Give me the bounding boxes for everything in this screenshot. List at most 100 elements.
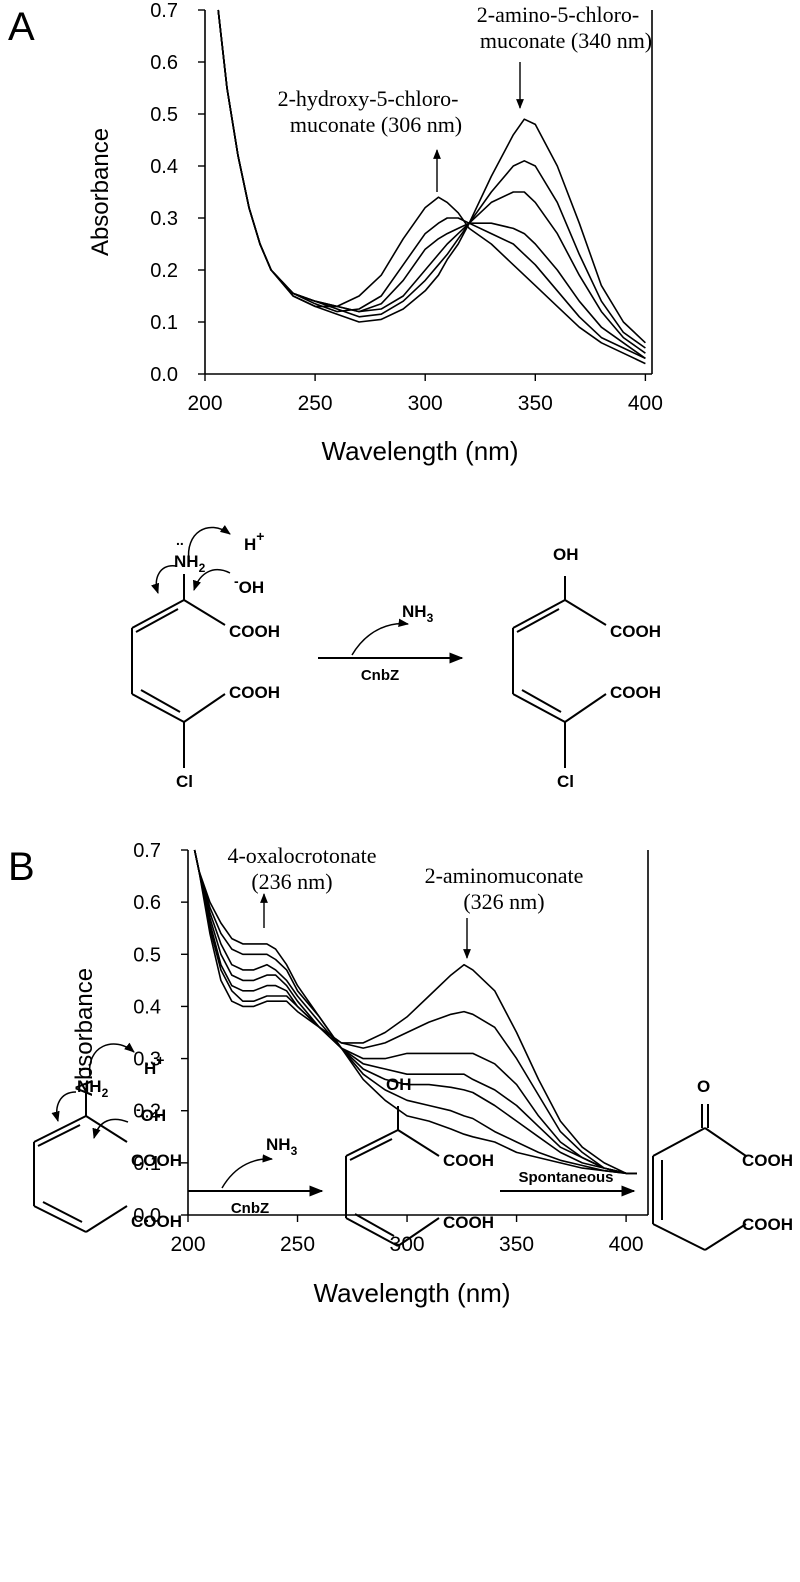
reaction-arrow-a: NH3 CnbZ xyxy=(318,602,464,684)
annotation-hydroxy-line2: muconate (306 nm) xyxy=(290,112,462,137)
ammonia-label-b: NH3 xyxy=(266,1135,298,1158)
y-axis-title-b: Absorbance xyxy=(71,968,98,1096)
cooh-top-product-b: COOH xyxy=(742,1151,793,1170)
spectrum-line-b-1 xyxy=(193,849,637,1175)
ticks-b: 200 250 300 350 400 0.0 0.1 0.2 0.3 0.4 0.5 0.6 0.7 xyxy=(133,840,643,1256)
plot-area-b: 200 250 300 350 400 0.0 0.1 0.2 0.3 0.4 0.5 0.6 0.7 xyxy=(133,840,649,1256)
y-tick-label-b-2: 0.2 xyxy=(133,1101,161,1123)
x-axis-title-b: Wavelength (nm) xyxy=(314,1278,511,1308)
reaction-arrow-b2: Spontaneous xyxy=(500,1169,636,1197)
cooh-bottom-a: COOH xyxy=(229,683,280,702)
substrate-2-aminomuconate xyxy=(33,1042,135,1233)
annotation-aminomuconate-line2: (326 nm) xyxy=(463,889,544,914)
substrate-2-amino-5-chloromuconate xyxy=(131,525,231,768)
spectrum-line-a-3 xyxy=(217,9,646,360)
annotation-oxalocrotonate-line1: 4-oxalocrotonate xyxy=(227,843,376,868)
chloro-label-product-a: Cl xyxy=(557,772,574,791)
y-tick-label-b-1: 0.1 xyxy=(133,1153,161,1175)
panel-label-a: A xyxy=(8,5,35,49)
product-b-labels: O COOH COOH xyxy=(697,1077,793,1234)
hydroxide-label-a: -OH xyxy=(234,573,264,597)
x-axis-title-a: Wavelength (nm) xyxy=(322,436,519,466)
y-tick-label-a-2: 0.2 xyxy=(150,260,178,282)
y-tick-label-a-4: 0.4 xyxy=(150,156,178,178)
x-tick-label-b-200: 200 xyxy=(170,1233,205,1256)
x-tick-label-a-300: 300 xyxy=(408,392,443,415)
y-tick-label-a-6: 0.6 xyxy=(150,52,178,74)
x-tick-label-a-250: 250 xyxy=(298,392,333,415)
x-tick-label-b-400: 400 xyxy=(609,1233,644,1256)
series-layer-a xyxy=(217,9,646,365)
chloro-label-a: Cl xyxy=(176,772,193,791)
spectrum-line-a-6 xyxy=(217,9,646,344)
x-tick-label-a-350: 350 xyxy=(518,392,553,415)
cooh-top-a: COOH xyxy=(229,622,280,641)
x-tick-label-b-250: 250 xyxy=(280,1233,315,1256)
cooh-bottom-intermediate: COOH xyxy=(443,1213,494,1232)
oxo-label-product-b: O xyxy=(697,1077,710,1096)
hydroxide-label-b: -OH xyxy=(136,1101,166,1125)
ticks-a: 200 250 300 350 400 0.0 0.1 0.2 0.3 0.4 0.5 0.6 0.7 xyxy=(150,0,663,415)
annotation-oxalocrotonate-line2: (236 nm) xyxy=(251,869,332,894)
annotation-hydroxy-line1: 2-hydroxy-5-chloro- xyxy=(278,86,459,111)
y-tick-label-b-4: 0.4 xyxy=(133,996,161,1018)
annotation-amino-line2: muconate (340 nm) xyxy=(480,28,652,53)
y-tick-label-b-7: 0.7 xyxy=(133,840,161,862)
hydroxyl-label-product-a: OH xyxy=(553,545,579,564)
annotation-amino-line1: 2-amino-5-chloro- xyxy=(477,2,640,27)
product-4-oxalocrotonate xyxy=(652,1104,747,1251)
y-tick-label-a-5: 0.5 xyxy=(150,104,178,126)
y-tick-label-a-1: 0.1 xyxy=(150,312,178,334)
spectrum-line-a-2 xyxy=(217,9,646,360)
y-tick-label-b-0: 0.0 xyxy=(133,1205,161,1227)
hydroxyl-label-intermediate: OH xyxy=(386,1075,412,1094)
y-axis-title-a: Absorbance xyxy=(87,128,114,256)
lone-pair-a: .. xyxy=(176,532,184,548)
substrate-b-labels: .. NH2 H+ -OH COOH COOH xyxy=(77,1052,182,1231)
spectrum-line-b-4 xyxy=(193,849,637,1175)
reaction-arrow-b1: NH3 CnbZ xyxy=(188,1135,324,1217)
enzyme-label-a: CnbZ xyxy=(361,667,399,684)
x-tick-label-a-400: 400 xyxy=(628,392,663,415)
x-tick-label-b-300: 300 xyxy=(390,1233,425,1256)
y-tick-label-b-5: 0.5 xyxy=(133,944,161,966)
enzyme-label-b: CnbZ xyxy=(231,1200,269,1217)
product-a-labels: OH COOH COOH Cl xyxy=(553,545,661,791)
spectrum-line-b-6 xyxy=(193,849,637,1175)
substrate-a-labels: .. NH2 H+ -OH COOH COOH Cl xyxy=(174,528,280,791)
lone-pair-b: .. xyxy=(78,1057,86,1073)
reaction-scheme-b: .. NH2 H+ -OH COOH COOH NH3 CnbZ OH COOH xyxy=(33,1042,793,1251)
spectrum-line-b-2 xyxy=(193,849,637,1175)
spectrum-line-a-1 xyxy=(217,9,646,365)
intermediate-b-labels: OH COOH COOH xyxy=(386,1075,494,1232)
cooh-top-b: COOH xyxy=(131,1151,182,1170)
annotation-aminomuconate-line1: 2-aminomuconate xyxy=(425,863,584,888)
plot-area-a: 200 250 300 350 400 0.0 0.1 0.2 0.3 0.4 0.5 0.6 0.7 xyxy=(150,0,663,415)
cooh-top-intermediate: COOH xyxy=(443,1151,494,1170)
spectrum-line-b-5 xyxy=(193,849,637,1175)
intermediate-2-hydroxymuconate xyxy=(345,1106,440,1247)
nh2-label-b: NH2 xyxy=(77,1077,109,1100)
x-tick-label-a-200: 200 xyxy=(187,392,222,415)
spectrum-line-a-5 xyxy=(217,9,646,349)
y-tick-label-b-3: 0.3 xyxy=(133,1049,161,1071)
cooh-bottom-product-a: COOH xyxy=(610,683,661,702)
nh2-label-a: NH2 xyxy=(174,552,206,575)
series-layer-b xyxy=(193,849,637,1175)
cooh-top-product-a: COOH xyxy=(610,622,661,641)
y-tick-label-a-7: 0.7 xyxy=(150,0,178,22)
x-tick-label-b-350: 350 xyxy=(499,1233,534,1256)
y-tick-label-a-3: 0.3 xyxy=(150,208,178,230)
spectrum-line-a-4 xyxy=(217,9,646,354)
proton-label-b: H+ xyxy=(144,1052,164,1078)
spectrum-line-b-7 xyxy=(193,849,637,1175)
y-tick-label-a-0: 0.0 xyxy=(150,364,178,386)
cooh-bottom-product-b: COOH xyxy=(742,1215,793,1234)
product-2-hydroxy-5-chloromuconate xyxy=(512,576,607,768)
y-tick-label-b-6: 0.6 xyxy=(133,892,161,914)
proton-label-a: H+ xyxy=(244,528,264,554)
ammonia-label-a: NH3 xyxy=(402,602,434,625)
